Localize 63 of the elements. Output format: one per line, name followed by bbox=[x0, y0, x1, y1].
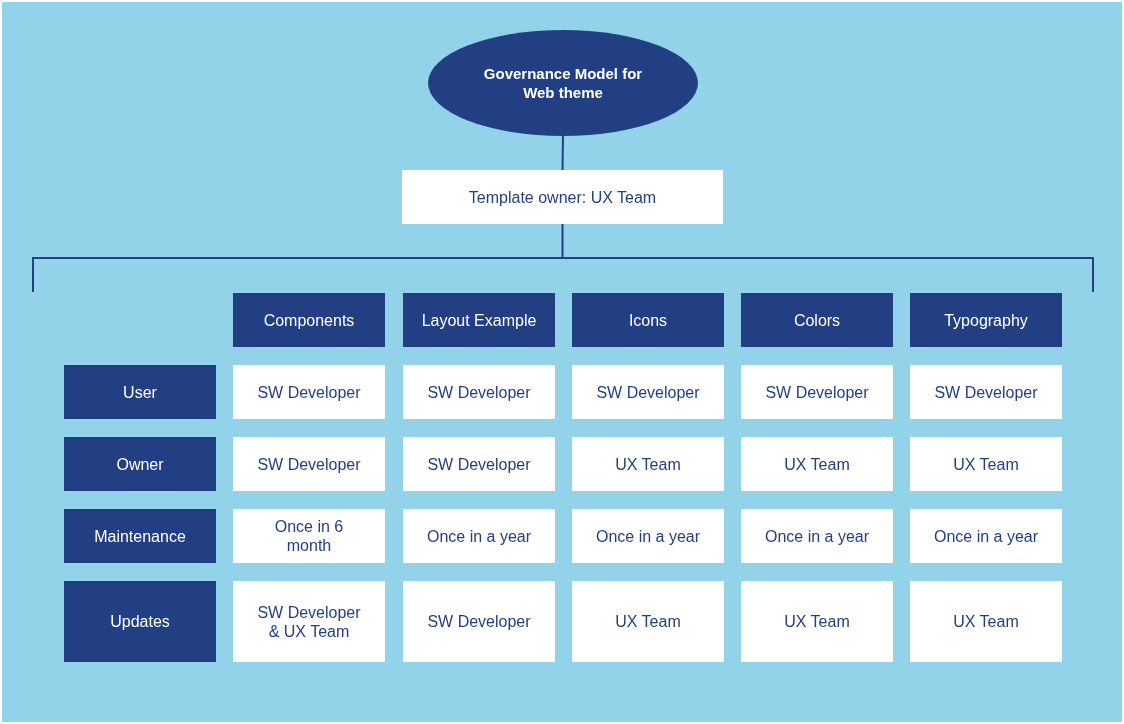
table-cell bbox=[233, 365, 385, 419]
table-cell bbox=[741, 365, 893, 419]
cell-text: UX Team bbox=[784, 454, 850, 474]
cell-text: UX Team bbox=[615, 454, 681, 474]
header-label: Icons bbox=[628, 310, 668, 330]
table-cell bbox=[572, 437, 724, 491]
header-box bbox=[64, 437, 216, 491]
cell-text: Once in a year bbox=[933, 526, 1039, 546]
owner-box bbox=[402, 170, 723, 224]
header-box bbox=[64, 365, 216, 419]
node-title: Governance Model for Web theme bbox=[483, 64, 643, 102]
cell-text: UX Team bbox=[784, 612, 850, 631]
table-cell bbox=[403, 509, 555, 563]
header-box bbox=[910, 293, 1062, 347]
cell-text: SW Developer bbox=[427, 612, 531, 631]
table-cell bbox=[403, 365, 555, 419]
table-cell bbox=[403, 581, 555, 662]
header-box bbox=[64, 509, 216, 563]
table-cell bbox=[741, 437, 893, 491]
header-label: Layout Example bbox=[421, 310, 537, 330]
cell-text: Once in a year bbox=[595, 526, 701, 546]
cell-text: SW Developer bbox=[427, 382, 531, 402]
cell-text: SW Developer bbox=[765, 382, 869, 402]
table-cell bbox=[741, 581, 893, 662]
header-box bbox=[741, 293, 893, 347]
cell-text: SW Developer & UX Team bbox=[256, 602, 362, 641]
header-label: Colors bbox=[793, 310, 841, 330]
table-cell bbox=[910, 437, 1062, 491]
connector-line bbox=[561, 135, 564, 171]
cell-text: UX Team bbox=[953, 454, 1019, 474]
node-label: Template owner: UX Team bbox=[468, 187, 657, 207]
table-cell bbox=[233, 509, 385, 563]
cell-text: SW Developer bbox=[934, 382, 1038, 402]
header-box bbox=[572, 293, 724, 347]
cell-text: UX Team bbox=[953, 612, 1019, 631]
table-cell bbox=[572, 509, 724, 563]
cell-text: SW Developer bbox=[257, 382, 361, 402]
table-cell bbox=[572, 365, 724, 419]
header-label: Maintenance bbox=[94, 526, 186, 546]
table-cell bbox=[910, 509, 1062, 563]
header-box bbox=[403, 293, 555, 347]
cell-text: Once in 6 month bbox=[273, 517, 345, 555]
connector-line bbox=[561, 223, 564, 259]
cell-text: Once in a year bbox=[764, 526, 870, 546]
table-cell bbox=[403, 437, 555, 491]
header-label: Owner bbox=[116, 454, 164, 474]
table-cell bbox=[233, 581, 385, 662]
header-label: Components bbox=[263, 310, 355, 330]
cell-text: Once in a year bbox=[426, 526, 532, 546]
header-label: Updates bbox=[110, 612, 170, 631]
cell-text: SW Developer bbox=[596, 382, 700, 402]
table-cell bbox=[741, 509, 893, 563]
cell-text: UX Team bbox=[615, 612, 681, 631]
header-label: Typography bbox=[944, 310, 1028, 330]
table-cell bbox=[233, 437, 385, 491]
cell-text: SW Developer bbox=[427, 454, 531, 474]
table-cell bbox=[910, 581, 1062, 662]
cell-text: SW Developer bbox=[257, 454, 361, 474]
table-cell bbox=[572, 581, 724, 662]
table-cell bbox=[910, 365, 1062, 419]
header-label: User bbox=[123, 382, 157, 402]
header-box bbox=[233, 293, 385, 347]
header-box bbox=[64, 581, 216, 662]
